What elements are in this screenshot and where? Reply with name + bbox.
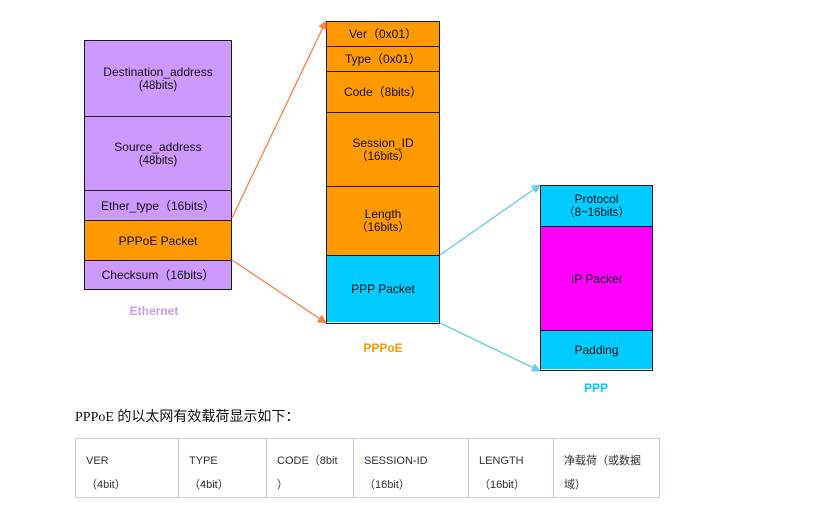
pppoe-code: Code（8bits） xyxy=(327,72,439,113)
ethernet-ether-type: Ether_type（16bits） xyxy=(85,191,231,221)
pppoe-type: Type（0x01） xyxy=(327,47,439,72)
ethernet-checksum: Checksum（16bits） xyxy=(85,261,231,289)
pppoe-length: Length （16bits） xyxy=(327,187,439,256)
cell-line: （4bit） xyxy=(189,479,229,491)
ppp-protocol: Protocol （8~16bits） xyxy=(541,186,652,227)
cell-line: VER xyxy=(86,455,109,467)
pppoe-frame: Ver（0x01） Type（0x01） Code（8bits） Session… xyxy=(326,21,440,324)
field-label: Ether_type（16bits） xyxy=(100,198,216,213)
cell-line: LENGTH xyxy=(479,455,524,467)
ethernet-source-address: Source_address (48bits) xyxy=(85,117,231,191)
ethernet-frame: Destination_address (48bits) Source_addr… xyxy=(84,40,232,290)
field-label: IP Packet xyxy=(570,271,623,286)
field-label: Source_address xyxy=(114,139,202,154)
ethernet-pppoe-packet: PPPoE Packet xyxy=(85,221,231,261)
connector-pppoe-to-ppp-top xyxy=(439,184,541,256)
pppoe-session-id: Session_ID （16bits） xyxy=(327,113,439,187)
table-cell-ver: VER （4bit） xyxy=(75,438,179,498)
ppp-caption: PPP xyxy=(583,381,608,395)
table-cell-length: LENGTH （16bit） xyxy=(468,438,554,498)
connector-pppoe-to-ppp-bottom xyxy=(439,322,541,372)
field-label: Destination_address xyxy=(103,64,213,79)
field-label: Ver（0x01） xyxy=(348,27,418,41)
field-label: Code（8bits） xyxy=(343,85,423,99)
field-label: PPP Packet xyxy=(351,282,415,296)
table-cell-session-id: SESSION-ID （16bit） xyxy=(353,438,469,498)
table-cell-payload: 净载荷（或数据 域） xyxy=(553,438,660,498)
cell-line: （16bit） xyxy=(479,479,525,491)
cell-line: ） xyxy=(277,479,288,491)
pppoe-ver: Ver（0x01） xyxy=(327,22,439,47)
field-label: Protocol xyxy=(574,192,619,206)
pppoe-caption: PPPoE xyxy=(363,341,403,355)
pppoe-ppp-packet: PPP Packet xyxy=(327,256,439,322)
connector-ethernet-to-pppoe-bottom xyxy=(231,259,327,324)
field-label: Length xyxy=(364,207,402,221)
field-label: Type（0x01） xyxy=(344,52,422,66)
payload-heading: PPPoE 的以太网有效载荷显示如下： xyxy=(75,410,300,425)
table-cell-code: CODE（8bit ） xyxy=(266,438,354,498)
connector-ethernet-to-pppoe-top xyxy=(231,20,327,219)
field-size: (48bits) xyxy=(138,154,178,167)
cell-line: CODE（8bit xyxy=(277,455,338,467)
cell-line: SESSION-ID xyxy=(364,455,428,467)
cell-line: TYPE xyxy=(189,455,218,467)
pppoe-fields-table: VER （4bit） TYPE （4bit） CODE（8bit ） SESSI… xyxy=(75,438,660,498)
cell-line: 域） xyxy=(564,479,586,491)
ethernet-caption: Ethernet xyxy=(129,304,179,318)
ppp-padding: Padding xyxy=(541,331,652,369)
field-label: Checksum（16bits） xyxy=(101,268,215,282)
ppp-ip-packet: IP Packet xyxy=(541,227,652,331)
cell-line: 净载荷（或数据 xyxy=(564,455,641,467)
field-size: （8~16bits） xyxy=(563,207,630,219)
cell-line: （16bit） xyxy=(364,479,410,491)
field-size: （16bits） xyxy=(356,222,410,234)
ppp-frame: Protocol （8~16bits） IP Packet Padding xyxy=(540,185,653,371)
table-row: VER （4bit） TYPE （4bit） CODE（8bit ） SESSI… xyxy=(75,438,660,498)
cell-line: （4bit） xyxy=(86,479,126,491)
field-size: （16bits） xyxy=(356,150,410,163)
table-cell-type: TYPE （4bit） xyxy=(178,438,267,498)
field-size: (48bits) xyxy=(138,79,178,92)
field-label: PPPoE Packet xyxy=(118,233,198,248)
ethernet-destination-address: Destination_address (48bits) xyxy=(85,41,231,117)
field-label: Padding xyxy=(574,343,619,357)
field-label: Session_ID xyxy=(352,135,414,150)
